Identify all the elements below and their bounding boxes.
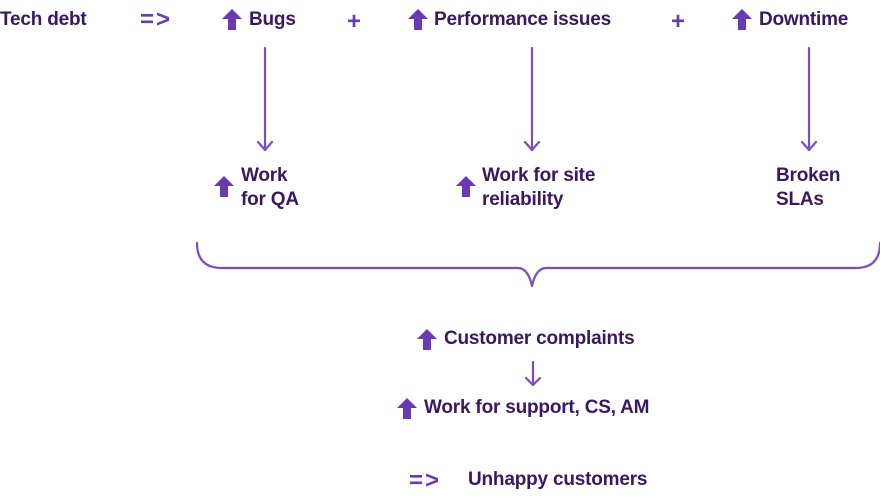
work-for-qa-line2: for QA: [241, 189, 299, 210]
downtime-label: Downtime: [759, 9, 849, 30]
arrow-down-icon: [800, 46, 818, 152]
work-for-support-label: Work for support, CS, AM: [424, 397, 650, 418]
arrow-up-icon: [222, 9, 242, 30]
implies-symbol: =>: [140, 6, 173, 33]
arrow-up-icon: [397, 398, 417, 419]
arrow-up-icon: [417, 329, 437, 350]
broken-slas-line2: SLAs: [776, 189, 824, 210]
unhappy-customers-label: Unhappy customers: [468, 469, 648, 490]
implies-symbol: =>: [409, 467, 442, 494]
performance-issues-label: Performance issues: [434, 9, 611, 30]
work-for-site-reliability-line2: reliability: [482, 189, 564, 210]
broken-slas-label: Broken SLAs: [776, 164, 876, 212]
arrow-up-icon: [408, 9, 428, 30]
curly-brace-icon: [195, 241, 880, 288]
arrow-down-icon: [523, 46, 541, 152]
bugs-label: Bugs: [249, 9, 296, 30]
plus-symbol: +: [671, 8, 686, 35]
tech-debt-label: Tech debt: [0, 9, 87, 30]
arrow-up-icon: [214, 176, 234, 197]
arrow-up-icon: [456, 176, 476, 197]
arrow-down-icon: [524, 360, 542, 387]
work-for-qa-label: Work for QA: [241, 164, 381, 212]
arrow-down-icon: [256, 46, 274, 152]
customer-complaints-label: Customer complaints: [444, 328, 635, 349]
arrow-up-icon: [732, 9, 752, 30]
broken-slas-line1: Broken: [776, 165, 841, 186]
plus-symbol: +: [347, 8, 362, 35]
work-for-site-reliability-label: Work for site reliability: [482, 164, 622, 212]
work-for-qa-line1: Work: [241, 165, 288, 186]
work-for-site-reliability-line1: Work for site: [482, 165, 596, 186]
